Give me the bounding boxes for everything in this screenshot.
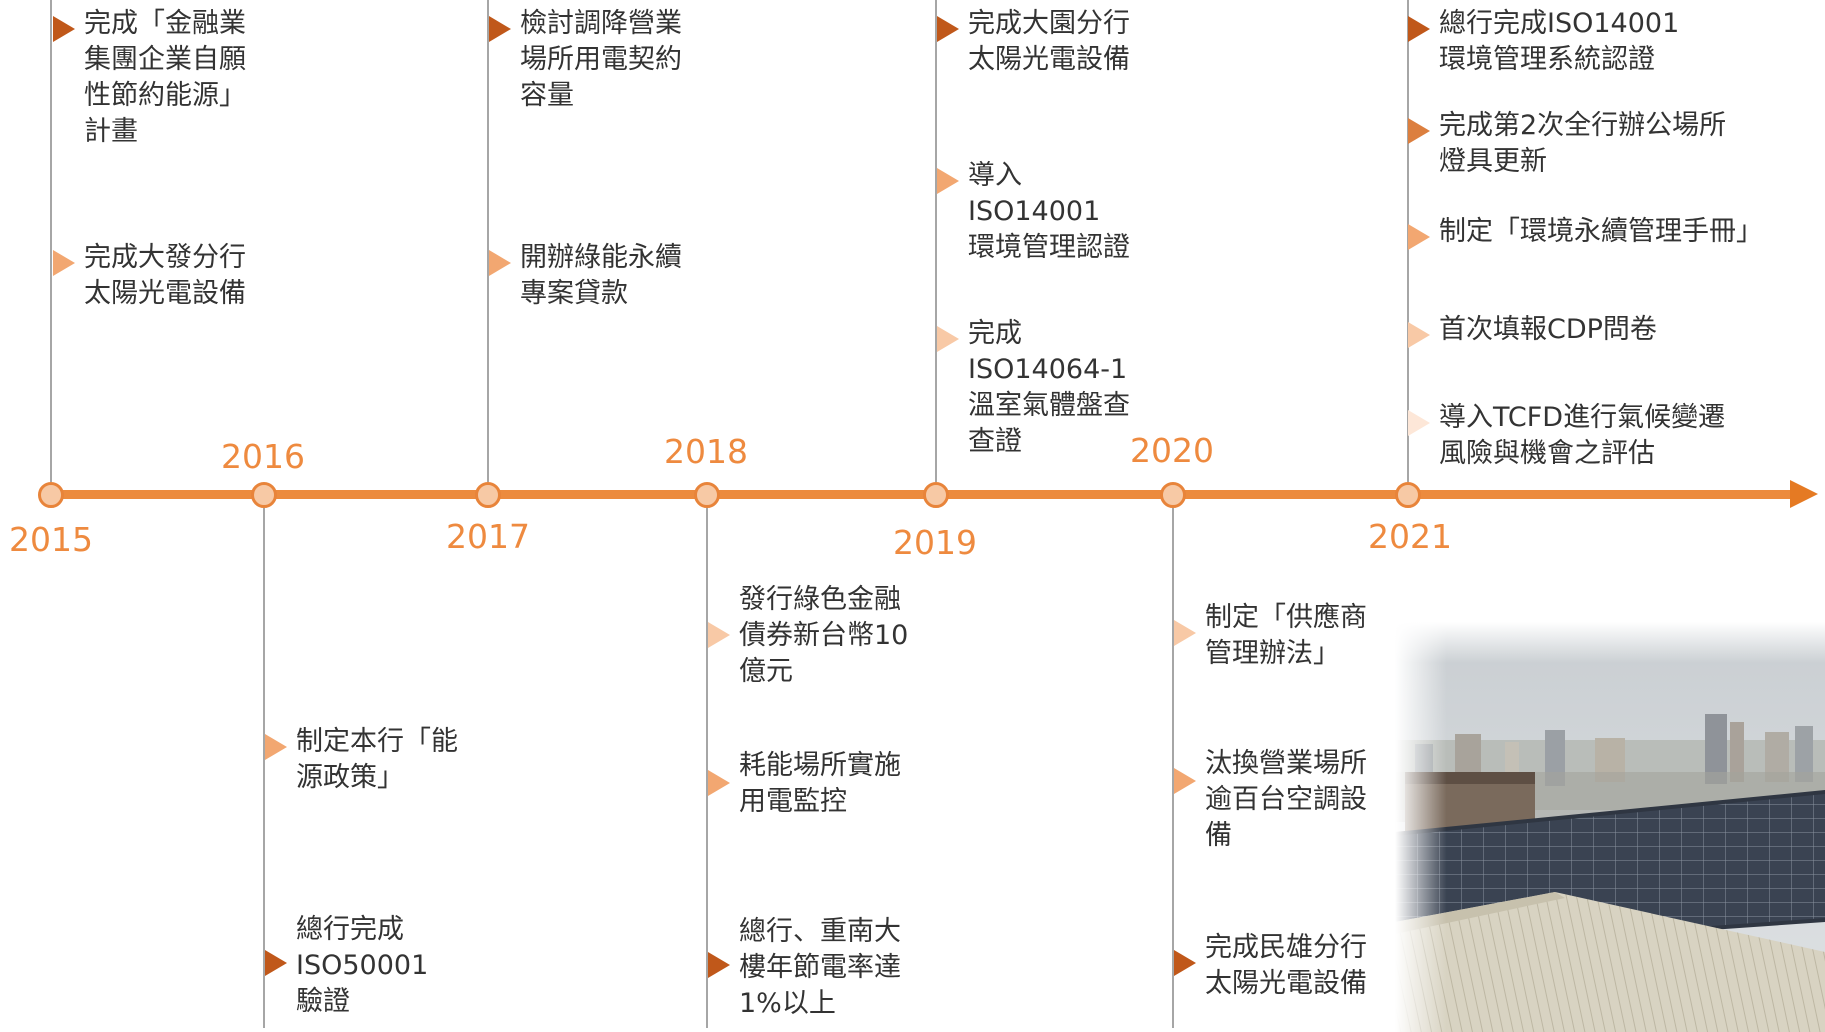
year-label-2019: 2019: [893, 523, 977, 562]
connector-2019: [935, 0, 937, 482]
triangle-marker-icon: [265, 950, 287, 976]
triangle-marker-icon: [1174, 950, 1196, 976]
event-2018-1: 發行綠色金融 債券新台幣10 億元: [708, 582, 908, 690]
event-text: 制定「環境永續管理手冊」: [1439, 216, 1763, 247]
triangle-marker-icon: [1408, 410, 1430, 436]
event-2021-3: 制定「環境永續管理手冊」: [1408, 214, 1763, 250]
connector-2017: [487, 0, 489, 482]
event-2018-2: 耗能場所實施 用電監控: [708, 748, 901, 820]
event-text: 總行、重南大 樓年節電率達 1%以上: [739, 916, 901, 1019]
connector-2016: [263, 508, 265, 1028]
event-2019-3: 完成 ISO14064-1 溫室氣體盤查 查證: [937, 316, 1130, 460]
event-text: 完成 ISO14064-1 溫室氣體盤查 查證: [968, 318, 1130, 457]
event-text: 導入TCFD進行氣候變遷 風險與機會之評估: [1439, 402, 1726, 469]
timeline-arrow-icon: [1790, 480, 1818, 508]
event-2018-3: 總行、重南大 樓年節電率達 1%以上: [708, 914, 901, 1022]
triangle-marker-icon: [1174, 620, 1196, 646]
triangle-marker-icon: [708, 622, 730, 648]
event-2020-1: 制定「供應商 管理辦法」: [1174, 600, 1367, 672]
triangle-marker-icon: [489, 16, 511, 42]
event-text: 總行完成 ISO50001 驗證: [296, 914, 429, 1017]
event-text: 發行綠色金融 債券新台幣10 億元: [739, 584, 909, 687]
event-text: 完成大發分行 太陽光電設備: [84, 242, 246, 309]
event-text: 檢討調降營業 場所用電契約 容量: [520, 8, 682, 111]
event-text: 總行完成ISO14001 環境管理系統認證: [1439, 8, 1680, 75]
event-text: 制定「供應商 管理辦法」: [1205, 602, 1367, 669]
year-label-2016: 2016: [221, 437, 305, 476]
triangle-marker-icon: [489, 250, 511, 276]
year-label-2017: 2017: [446, 517, 530, 556]
event-text: 汰換營業場所 逾百台空調設 備: [1205, 748, 1367, 851]
triangle-marker-icon: [1408, 224, 1430, 250]
year-label-2015: 2015: [9, 520, 93, 559]
triangle-marker-icon: [1174, 768, 1196, 794]
triangle-marker-icon: [53, 16, 75, 42]
node-2019: [923, 482, 949, 508]
event-text: 開辦綠能永續 專案貸款: [520, 242, 682, 309]
event-2017-2: 開辦綠能永續 專案貸款: [489, 240, 682, 312]
event-2016-1: 制定本行「能 源政策」: [265, 724, 458, 796]
triangle-marker-icon: [265, 734, 287, 760]
event-2021-4: 首次填報CDP問卷: [1408, 312, 1657, 348]
year-label-2020: 2020: [1130, 431, 1214, 470]
node-2017: [475, 482, 501, 508]
event-2021-2: 完成第2次全行辦公場所 燈具更新: [1408, 108, 1726, 180]
event-2016-2: 總行完成 ISO50001 驗證: [265, 912, 428, 1020]
event-text: 耗能場所實施 用電監控: [739, 750, 901, 817]
triangle-marker-icon: [708, 952, 730, 978]
event-2015-1: 完成「金融業 集團企業自願 性節約能源」 計畫: [53, 6, 246, 150]
event-text: 完成第2次全行辦公場所 燈具更新: [1439, 110, 1727, 177]
connector-2018: [706, 508, 708, 1028]
node-2015: [38, 482, 64, 508]
triangle-marker-icon: [1408, 118, 1430, 144]
node-2020: [1160, 482, 1186, 508]
connector-2020: [1172, 508, 1174, 1028]
event-text: 首次填報CDP問卷: [1439, 314, 1657, 345]
node-2021: [1395, 482, 1421, 508]
event-2020-2: 汰換營業場所 逾百台空調設 備: [1174, 746, 1367, 854]
year-label-2021: 2021: [1368, 517, 1452, 556]
event-text: 導入 ISO14001 環境管理認證: [968, 160, 1130, 263]
triangle-marker-icon: [53, 250, 75, 276]
event-2020-3: 完成民雄分行 太陽光電設備: [1174, 930, 1367, 1002]
event-2019-2: 導入 ISO14001 環境管理認證: [937, 158, 1130, 266]
event-2021-5: 導入TCFD進行氣候變遷 風險與機會之評估: [1408, 400, 1725, 472]
event-text: 制定本行「能 源政策」: [296, 726, 458, 793]
triangle-marker-icon: [1408, 16, 1430, 42]
event-2017-1: 檢討調降營業 場所用電契約 容量: [489, 6, 682, 114]
triangle-marker-icon: [937, 16, 959, 42]
event-2019-1: 完成大園分行 太陽光電設備: [937, 6, 1130, 78]
triangle-marker-icon: [937, 326, 959, 352]
node-2018: [694, 482, 720, 508]
triangle-marker-icon: [708, 770, 730, 796]
event-text: 完成大園分行 太陽光電設備: [968, 8, 1130, 75]
event-2021-1: 總行完成ISO14001 環境管理系統認證: [1408, 6, 1679, 78]
triangle-marker-icon: [937, 168, 959, 194]
connector-2015: [50, 0, 52, 482]
event-text: 完成「金融業 集團企業自願 性節約能源」 計畫: [84, 8, 246, 147]
timeline-axis: [50, 490, 1790, 499]
node-2016: [251, 482, 277, 508]
triangle-marker-icon: [1408, 322, 1430, 348]
solar-rooftop-photo: [1395, 622, 1825, 1032]
year-label-2018: 2018: [664, 432, 748, 471]
event-text: 完成民雄分行 太陽光電設備: [1205, 932, 1367, 999]
event-2015-2: 完成大發分行 太陽光電設備: [53, 240, 246, 312]
